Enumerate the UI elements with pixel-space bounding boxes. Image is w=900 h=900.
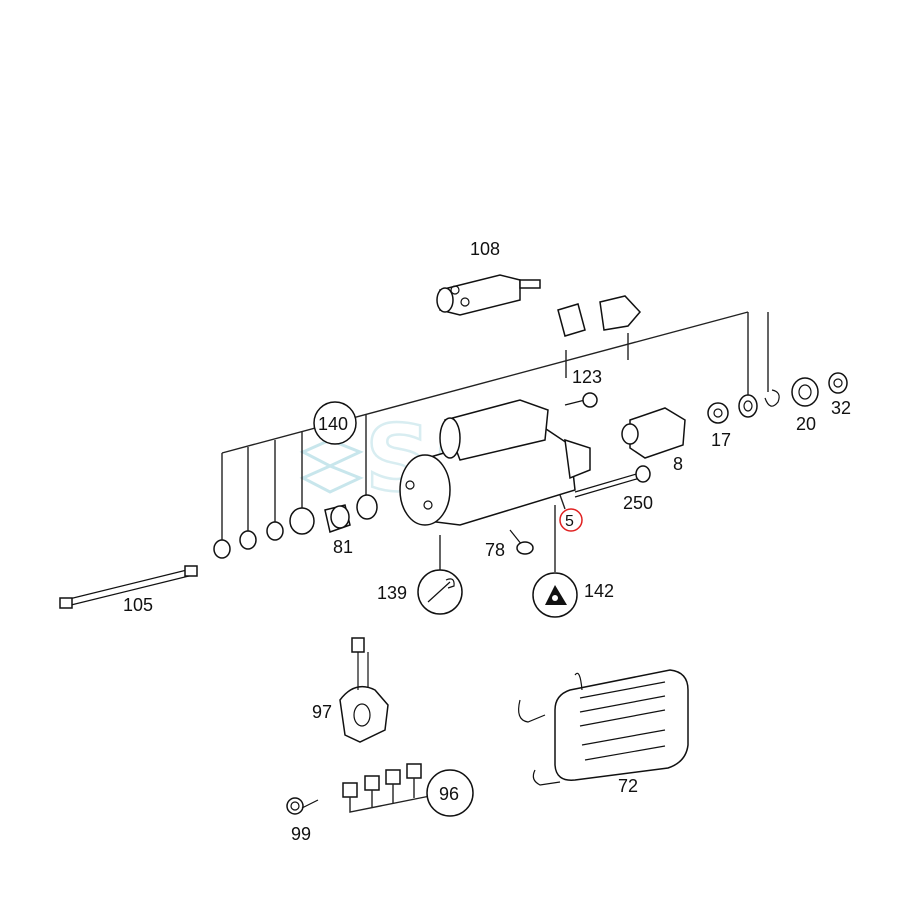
part-142-icon bbox=[532, 572, 578, 618]
callout-5-highlight bbox=[559, 494, 583, 532]
label-123: 123 bbox=[572, 367, 602, 387]
label-32: 32 bbox=[831, 398, 851, 418]
part-78-screw[interactable] bbox=[509, 529, 534, 555]
part-81-bushing[interactable] bbox=[324, 504, 351, 533]
label-99: 99 bbox=[291, 824, 311, 844]
part-8-pinion[interactable] bbox=[621, 407, 686, 459]
part-72-field-winding[interactable] bbox=[518, 669, 689, 786]
part-97-brush-holder[interactable] bbox=[339, 637, 389, 743]
part-123-connectors[interactable] bbox=[557, 295, 642, 337]
label-81: 81 bbox=[333, 537, 353, 557]
label-139: 139 bbox=[377, 583, 407, 603]
part-123-screw[interactable] bbox=[564, 392, 598, 408]
part-32-bushing[interactable] bbox=[828, 372, 848, 394]
callout-140-circle bbox=[313, 401, 357, 445]
label-97: 97 bbox=[312, 702, 332, 722]
part-250-bolt[interactable] bbox=[574, 465, 651, 498]
label-140: 140 bbox=[318, 414, 348, 434]
label-17: 17 bbox=[711, 430, 731, 450]
part-99-spring[interactable] bbox=[286, 797, 319, 815]
part-17-bushing[interactable] bbox=[707, 402, 729, 424]
part-140-washers[interactable] bbox=[213, 494, 378, 559]
part-96-brushes[interactable] bbox=[342, 763, 436, 813]
label-105: 105 bbox=[123, 595, 153, 615]
part-139-starter-motor[interactable] bbox=[399, 399, 591, 526]
part-clip-hook[interactable] bbox=[764, 389, 780, 407]
label-250: 250 bbox=[623, 493, 653, 513]
label-108: 108 bbox=[470, 239, 500, 259]
guide-lines bbox=[221, 311, 769, 572]
label-8: 8 bbox=[673, 454, 683, 474]
part-108-solenoid[interactable] bbox=[436, 274, 541, 316]
label-20: 20 bbox=[796, 414, 816, 434]
label-142: 142 bbox=[584, 581, 614, 601]
part-ring-washer[interactable] bbox=[738, 394, 758, 418]
part-20-ring[interactable] bbox=[791, 377, 819, 407]
label-5: 5 bbox=[565, 513, 574, 530]
label-96: 96 bbox=[439, 784, 459, 804]
label-78: 78 bbox=[485, 540, 505, 560]
tool-139-icon bbox=[417, 569, 463, 615]
callout-96-circle bbox=[426, 769, 474, 817]
label-72: 72 bbox=[618, 776, 638, 796]
part-105-rod[interactable] bbox=[59, 565, 198, 609]
